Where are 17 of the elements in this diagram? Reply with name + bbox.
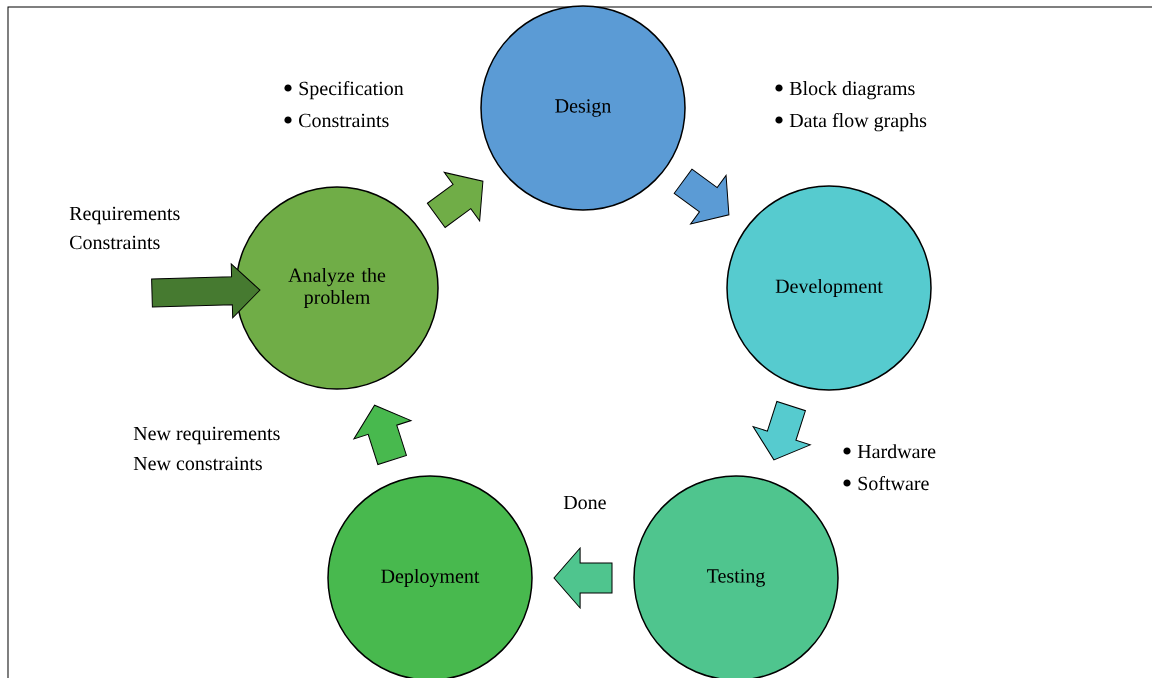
- block-arrow: [151, 263, 261, 319]
- note-text: New requirements: [133, 426, 280, 445]
- bullet-item: Data flow graphs: [775, 112, 927, 132]
- block-arrow: [353, 404, 412, 465]
- note-text: Requirements: [69, 206, 180, 225]
- block-arrow: [553, 547, 613, 609]
- block-arrow: [752, 401, 811, 461]
- bullet-item: Software: [843, 475, 929, 491]
- note-text: Constraints: [70, 235, 160, 250]
- note-text: New constraints: [133, 456, 262, 471]
- note-text: Done: [563, 495, 606, 510]
- block-arrow: [426, 171, 484, 228]
- block-arrow: [673, 168, 730, 225]
- bullet-item: Hardware: [843, 444, 936, 459]
- bullet-item: Constraints: [284, 113, 389, 128]
- bullet-item: Block diagrams: [775, 81, 915, 100]
- bullet-item: Specification: [284, 80, 404, 100]
